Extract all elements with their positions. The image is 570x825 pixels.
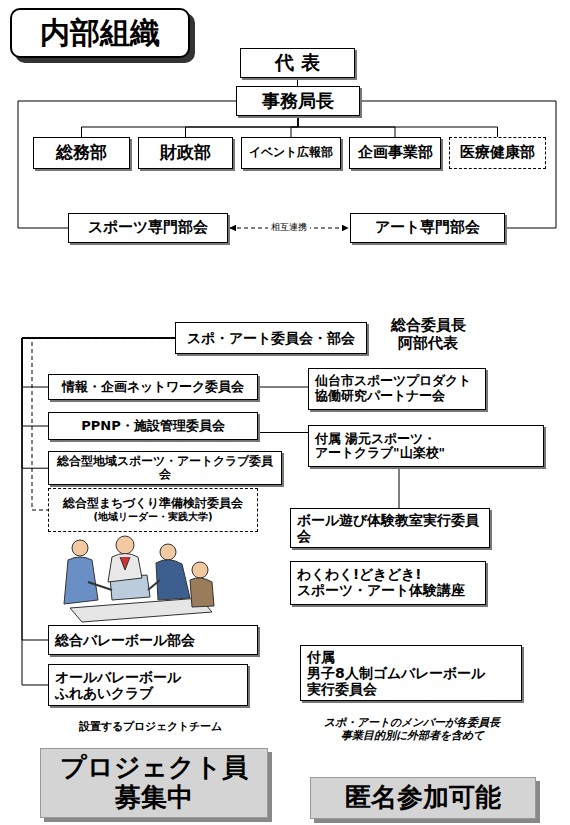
node-text: 内部組織: [40, 16, 160, 51]
node-subtext: (地域リーダー・実践大学): [93, 511, 212, 523]
node-text: 総合型地域スポーツ・アートクラブ委員会: [55, 455, 275, 481]
title-box: 内部組織: [10, 8, 190, 58]
committee-box: 総合型地域スポーツ・アートクラブ委員会: [48, 451, 282, 485]
connector-line: [258, 432, 308, 433]
connector-line: [297, 78, 298, 86]
node-text: 匿名参加可能: [345, 783, 501, 813]
partner-box: 仙台市スポーツプロダクト 協働研究パートナー会: [308, 368, 486, 410]
node-text: 情報・企画ネットワーク委員会: [62, 380, 244, 395]
club-box: オールバレーボール ふれあいクラブ: [48, 664, 248, 706]
connector-line: [298, 116, 498, 137]
connector-line: [399, 467, 400, 508]
node-text: PPNP・施設管理委員会: [81, 419, 224, 434]
node-text: 総合型まちづくり準備検討委員会: [63, 497, 243, 511]
department-box: 医療健康部: [449, 137, 546, 169]
committee-box: 総合バレーボール部会: [48, 625, 258, 655]
connector-line: [186, 116, 299, 137]
node-text: 代 表: [275, 52, 320, 74]
node-text: アート専門部会: [375, 219, 480, 236]
committee-box: 総合型まちづくり準備検討委員会(地域リーダー・実践大学): [48, 488, 258, 532]
node-text: 総合バレーボール部会: [55, 632, 195, 648]
section-box: アート専門部会: [350, 213, 505, 243]
department-box: 総務部: [33, 137, 130, 169]
department-box: イベント広報部: [241, 137, 341, 169]
meeting-clipart: [64, 536, 214, 622]
banner-box: プロジェクト員 募集中: [40, 748, 268, 818]
node-text: 付属 男子8人制ゴムバレーボール 実行委員会: [307, 649, 515, 697]
course-box: わくわく!どきどき! スポーツ・アート体験講座: [290, 561, 486, 605]
node-text: 財政部: [160, 143, 211, 163]
committee-box: スポ・アート委員会・部会: [175, 322, 367, 354]
node-text: 事務局長: [262, 91, 334, 112]
committee-box: 情報・企画ネットワーク委員会: [48, 374, 258, 400]
node-text: スポ・アート委員会・部会: [187, 330, 355, 346]
node-text: イベント広報部: [249, 146, 333, 160]
banner-box: 匿名参加可能: [310, 777, 536, 819]
caption-note: 設置するプロジェクトチーム: [50, 720, 250, 733]
node-text: スポーツ専門部会: [88, 219, 208, 236]
node-text: 医療健康部: [460, 144, 535, 161]
connector-line: [258, 387, 308, 388]
section-box: スポーツ専門部会: [68, 213, 228, 243]
connector-line: [18, 101, 236, 228]
node-text: プロジェクト員 募集中: [47, 753, 261, 813]
org-box: 代 表: [240, 48, 355, 78]
connector-line: [291, 116, 298, 137]
committee-box: ボール遊び体験教室実行委員会: [290, 508, 490, 548]
chair-note: 総合委員長 阿部代表: [376, 316, 480, 352]
connector-line: [22, 338, 175, 468]
caption-note: スポ・アートのメンバーが各委員長 事業目的別に外部者を含めて: [292, 716, 532, 742]
club-box: 付属 湯元スポーツ・アートクラブ"山楽校": [308, 425, 544, 467]
node-text: オールバレーボール ふれあいクラブ: [55, 669, 241, 701]
node-text: 総務部: [56, 143, 107, 163]
org-box: 事務局長: [236, 86, 360, 116]
committee-box: PPNP・施設管理委員会: [48, 412, 258, 440]
node-text: わくわく!どきどき! スポーツ・アート体験講座: [297, 567, 479, 598]
node-text: 付属 湯元スポーツ・アートクラブ"山楽校": [315, 432, 537, 461]
committee-box: 付属 男子8人制ゴムバレーボール 実行委員会: [300, 645, 522, 701]
node-text: 企画事業部: [358, 144, 433, 161]
node-text: 仙台市スポーツプロダクト 協働研究パートナー会: [315, 374, 479, 404]
edge-label: 相互連携: [268, 223, 310, 233]
department-box: 財政部: [138, 137, 233, 169]
department-box: 企画事業部: [349, 137, 441, 169]
connector-line: [82, 116, 299, 137]
node-text: ボール遊び体験教室実行委員会: [297, 512, 483, 544]
